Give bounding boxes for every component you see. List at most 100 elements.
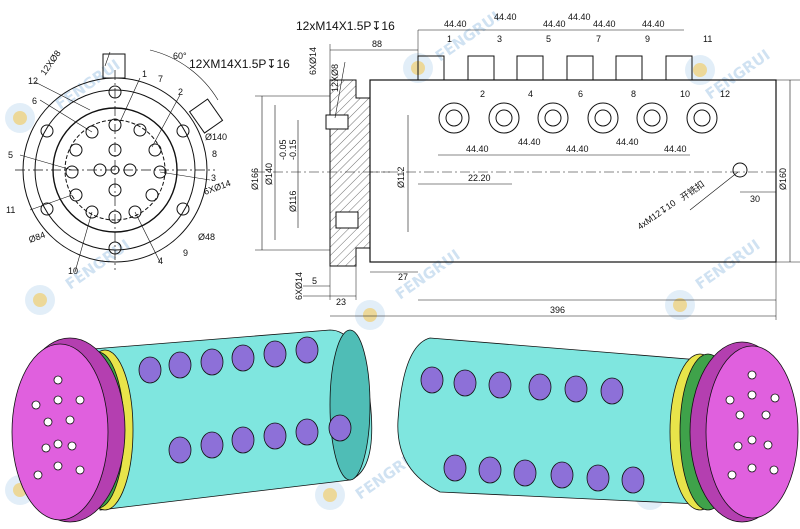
port-hole: [148, 143, 162, 157]
small-dia-label: Ø84: [27, 230, 46, 245]
flange-section: [329, 79, 371, 267]
lower-hole: [335, 211, 359, 229]
render-face-holes: [31, 375, 85, 480]
render-body: [397, 337, 721, 506]
leader-line: [334, 61, 346, 119]
side-port-outer: [488, 102, 520, 134]
leader-line: [74, 211, 93, 273]
port-number: 9: [183, 248, 188, 258]
angle-label: 60°: [173, 51, 187, 61]
tap-note: 开铣扣: [678, 178, 706, 203]
port-hole: [108, 118, 122, 132]
pitch-top: 44.40: [642, 19, 665, 29]
top-port-number: 5: [546, 34, 551, 44]
top-port: [417, 55, 445, 81]
dim-166: Ø166: [250, 168, 260, 190]
port-number: 8: [212, 149, 217, 159]
watermark-logo: [665, 290, 695, 320]
port-hole: [65, 165, 79, 179]
bottom-port-number: 8: [631, 89, 636, 99]
flange-hole: [40, 124, 54, 138]
slot-label: 12XØ8: [330, 64, 340, 92]
port-number: 4: [158, 256, 163, 266]
tol-upper: -0.05: [278, 139, 288, 160]
port-number: 5: [8, 150, 13, 160]
port-number: 7: [158, 74, 163, 84]
leader-line: [159, 171, 211, 181]
side-port-inner: [544, 109, 562, 127]
dim-2220: 22.20: [468, 173, 491, 183]
dim-27: 27: [398, 272, 408, 282]
bottom-port-number: 6: [578, 89, 583, 99]
watermark-logo: [5, 103, 35, 133]
watermark-text: FENGRUI: [52, 56, 123, 114]
port-hole: [108, 143, 122, 157]
port-hole: [85, 125, 99, 139]
tap-callout: 4xM12↧10: [635, 198, 677, 232]
top-port-number: 11: [703, 34, 712, 44]
tol-lower: -0.15: [288, 139, 298, 160]
render-left: [11, 329, 373, 523]
watermark-logo: [355, 300, 385, 330]
flange-hole: [176, 202, 190, 216]
thread-hole: [325, 114, 349, 130]
dim-112: Ø112: [396, 167, 406, 188]
pitch-top: 44.40: [543, 19, 566, 29]
leader-line: [151, 94, 181, 148]
pitch-bottom: 44.40: [466, 144, 489, 154]
flange-hole: [40, 202, 54, 216]
watermark-text: FENGRUI: [692, 236, 763, 294]
port-number: 1: [142, 69, 147, 79]
leader-line: [104, 51, 111, 67]
bolt-circle-label: Ø140: [205, 132, 227, 142]
port-number: 3: [211, 173, 216, 183]
port-hole: [108, 210, 122, 224]
side-port-inner: [495, 109, 513, 127]
top-ports: [417, 55, 693, 81]
top-port-number: 9: [645, 34, 650, 44]
dim-30: 30: [750, 194, 760, 204]
front-right-port: [188, 98, 224, 134]
render-ports-bottom: [443, 454, 645, 494]
top-port-number: 7: [596, 34, 601, 44]
port-number: 12: [28, 76, 38, 86]
render-flange-face: [11, 343, 109, 521]
bore-label: Ø48: [198, 232, 215, 242]
render-ports-top: [138, 336, 319, 384]
bottom-port-number: 12: [720, 89, 730, 99]
pitch-bottom: 44.40: [616, 137, 639, 147]
dim-160: Ø160: [778, 168, 788, 190]
render-face-holes: [725, 370, 780, 480]
side-view: [255, 44, 418, 300]
bottom-port-number: 4: [528, 89, 533, 99]
render-ports-bottom: [168, 414, 352, 464]
render-body-end: [329, 329, 371, 481]
dim-88: 88: [372, 39, 382, 49]
side-port-outer: [636, 102, 668, 134]
top-port: [566, 55, 594, 81]
port-number: 6: [32, 96, 37, 106]
pitch-top: 44.40: [444, 19, 467, 29]
port-number: 10: [68, 266, 78, 276]
flange-holes: [40, 85, 190, 255]
leader-line: [34, 81, 91, 111]
holes-bottom-label: 6XØ14: [294, 272, 304, 300]
main-view: [330, 29, 800, 320]
watermark-logo: [315, 480, 345, 510]
pitch-top: 44.40: [568, 12, 591, 22]
top-port: [615, 55, 643, 81]
leader-line: [29, 194, 73, 211]
flange-hole: [176, 124, 190, 138]
render-ports-top: [420, 366, 624, 405]
main-body-outline: [369, 79, 777, 263]
port-hole: [69, 143, 83, 157]
side-port-outer: [438, 102, 470, 134]
watermark-logo: [25, 285, 55, 315]
tap-hole: [732, 162, 748, 178]
side-port-inner: [643, 109, 661, 127]
flange-hole: [108, 241, 122, 255]
pitch-bottom: 44.40: [518, 137, 541, 147]
side-port-outer: [537, 102, 569, 134]
port-hole: [85, 205, 99, 219]
thread-callout: 12XM14X1.5P↧16: [189, 57, 290, 71]
